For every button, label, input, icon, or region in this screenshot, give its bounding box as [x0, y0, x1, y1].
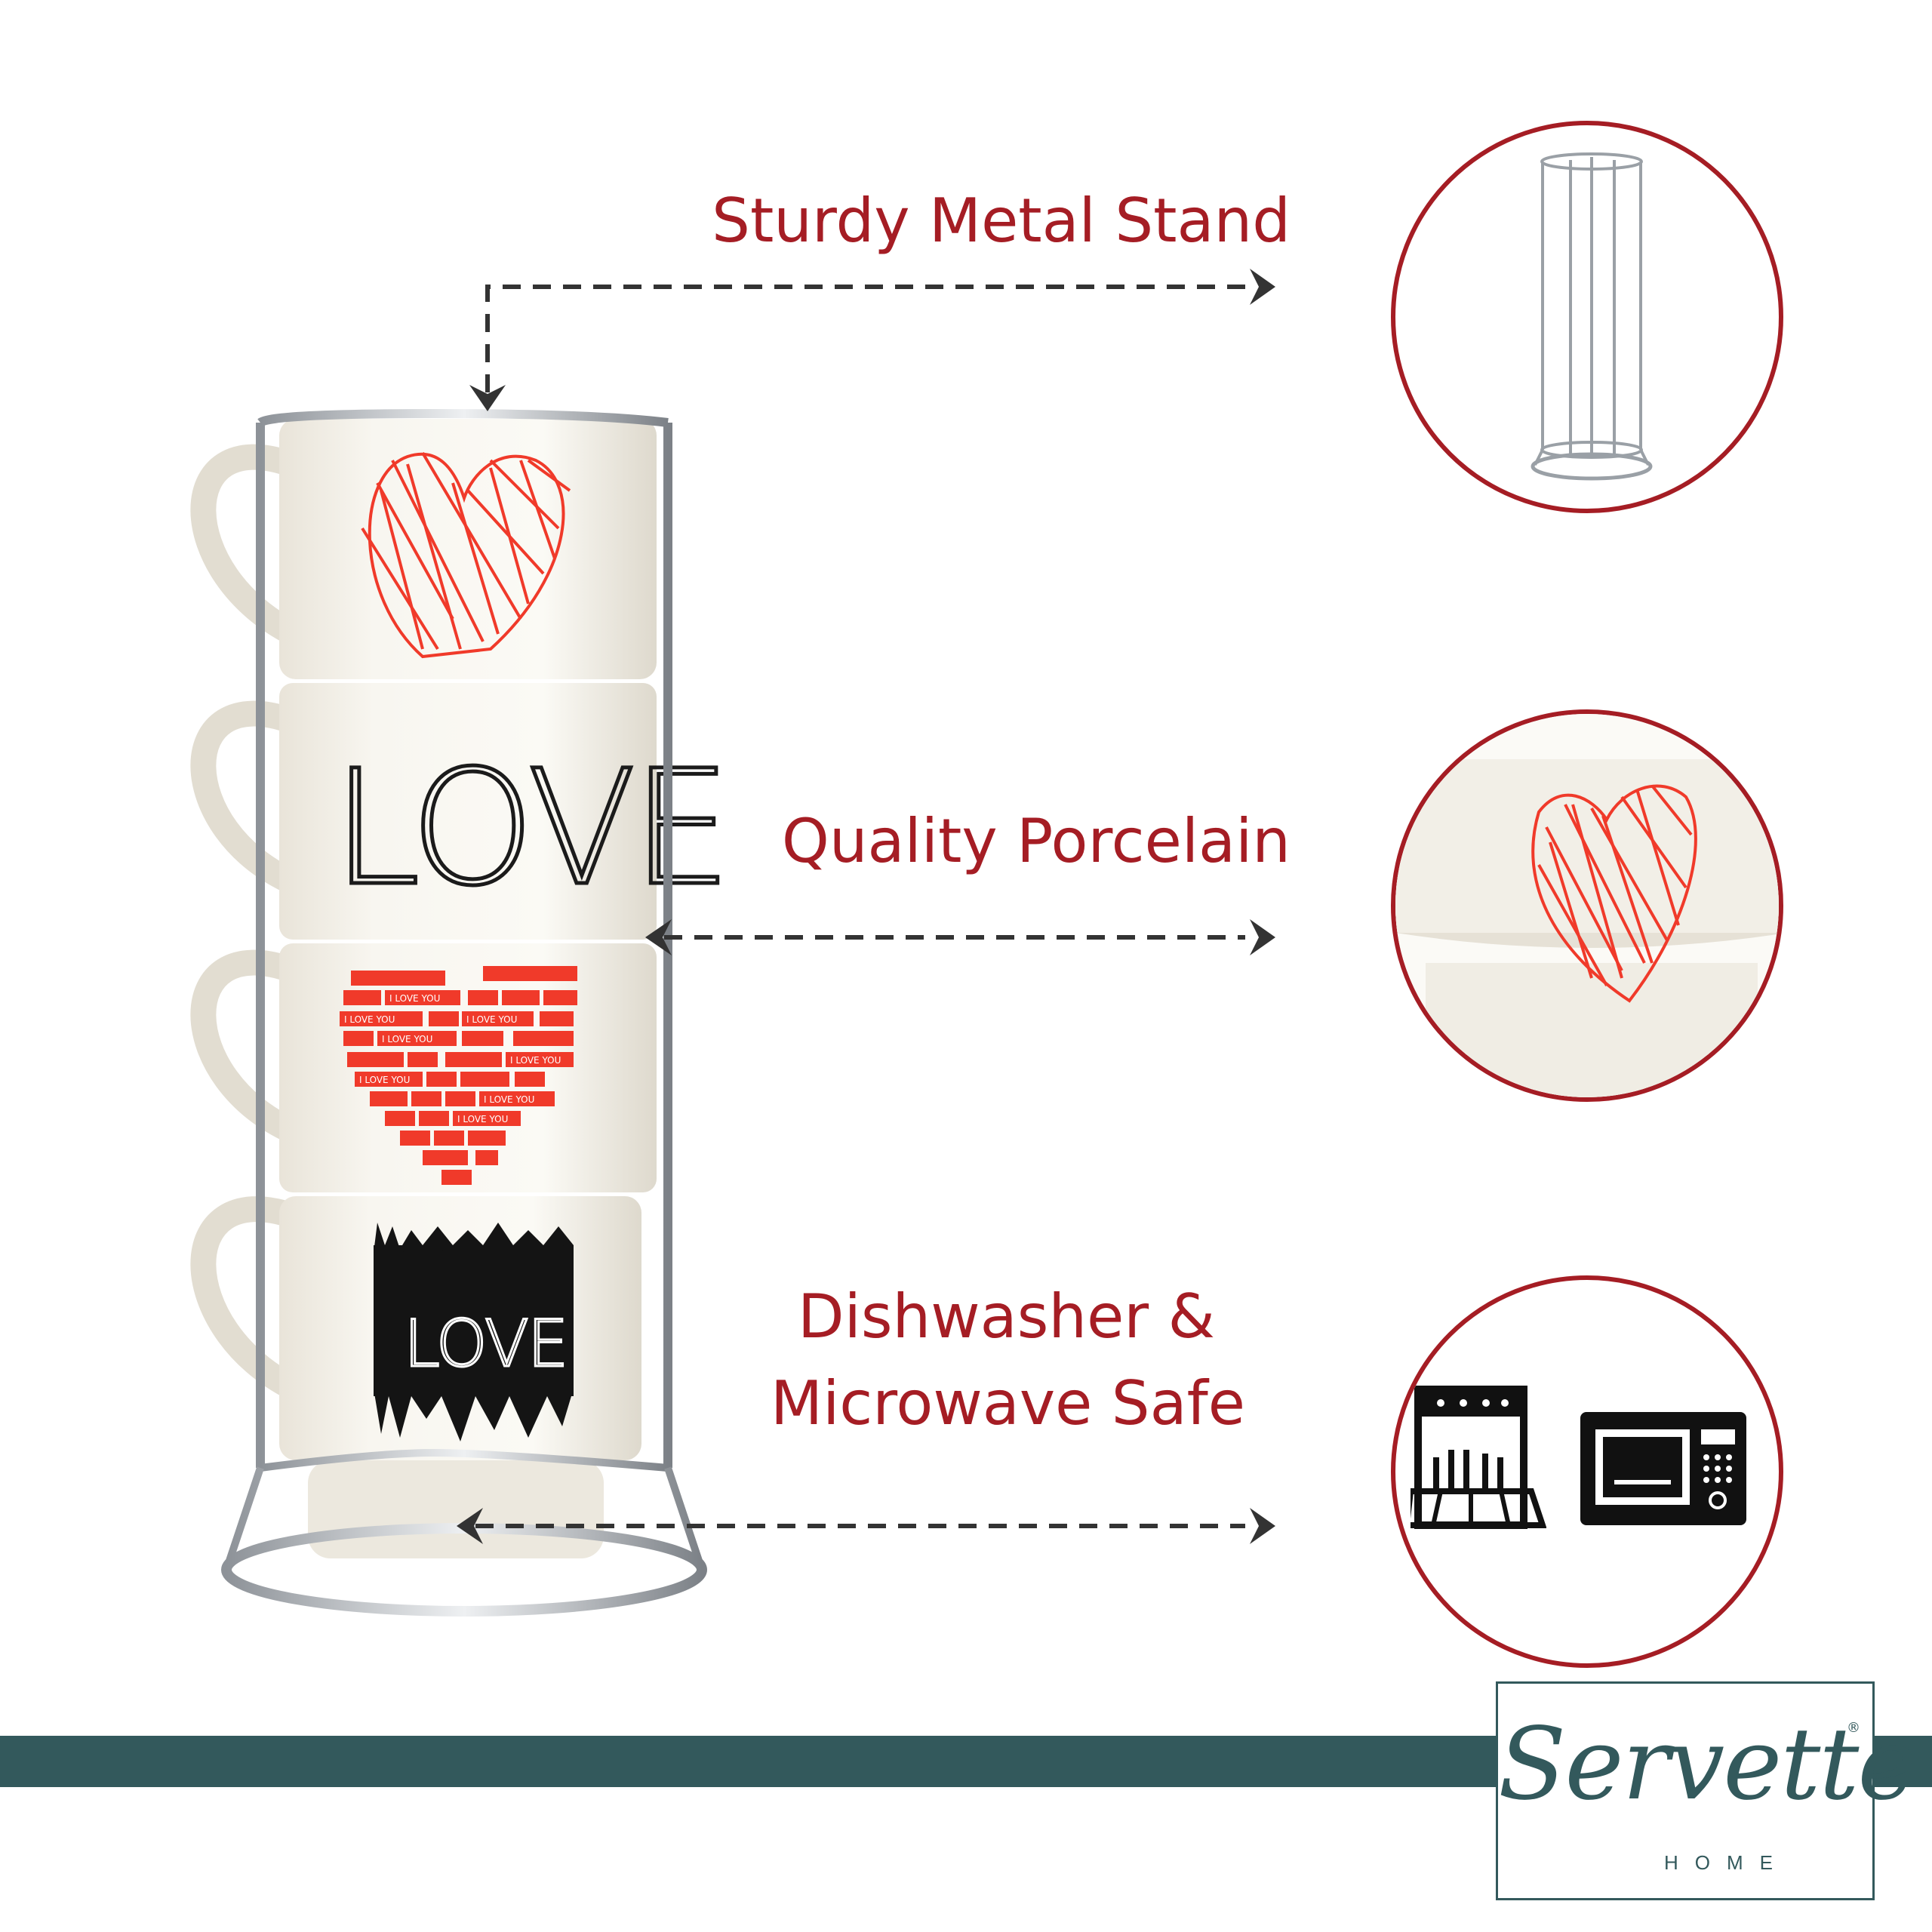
heart-brick: [453, 1111, 521, 1126]
porcelain-closeup: [1395, 714, 1779, 1097]
heart-brick: [483, 966, 536, 981]
heart-brick: [445, 1091, 475, 1106]
feature-label-safe-line1: Dishwasher &: [798, 1281, 1215, 1352]
heart-brick: [460, 1072, 509, 1087]
arrowhead-icon: [1250, 269, 1275, 305]
heart-brick: [502, 990, 540, 1005]
heart-brick: [340, 1011, 423, 1026]
heart-brick: [468, 990, 498, 1005]
heart-brick: [515, 1072, 545, 1087]
product-image: LOVE I LOVE YOU I LOVE YOU I LOVE YOU I LOV…: [190, 408, 734, 1617]
heart-brick-text: I LOVE YOU: [344, 1014, 395, 1025]
heart-brick: [347, 1052, 404, 1067]
dishwasher-icon: [1411, 1386, 1546, 1529]
feature-label-porcelain: Quality Porcelain: [781, 806, 1291, 876]
heart-brick-text: I LOVE YOU: [466, 1014, 517, 1025]
heart-brick: [355, 1072, 423, 1087]
brand-logo-script: Servette: [1498, 1706, 1917, 1823]
heart-brick: [540, 1011, 574, 1026]
connector-arrows: [457, 269, 1275, 1544]
heart-brick: [462, 1011, 534, 1026]
heart-brick: [513, 1031, 574, 1046]
heart-brick: [536, 966, 577, 981]
heart-brick: [445, 1052, 502, 1067]
heart-brick: [543, 990, 577, 1005]
metal-stand: [221, 408, 707, 1617]
arrowhead-icon: [645, 919, 672, 955]
heart-brick-text: I LOVE YOU: [389, 993, 440, 1004]
brand-logo: Servette ® HOME: [1496, 1681, 1917, 1900]
heart-brick: [343, 990, 381, 1005]
arrowhead-icon: [457, 1508, 483, 1544]
arrowhead-icon: [1250, 1508, 1275, 1544]
feature-label-stand: Sturdy Metal Stand: [712, 186, 1291, 256]
registered-mark: ®: [1847, 1720, 1860, 1736]
heart-brick: [385, 1111, 415, 1126]
porcelain-detail-circle: [1391, 709, 1783, 1102]
heart-brick: [462, 1031, 503, 1046]
heart-brick: [351, 971, 396, 986]
heart-brick: [434, 1131, 464, 1146]
mug-handles: [190, 444, 300, 1401]
heart-brick-text: I LOVE YOU: [484, 1094, 534, 1105]
heart-brick: [370, 1091, 408, 1106]
mug-4: LOVE: [279, 1196, 641, 1558]
arrowhead-icon: [469, 385, 506, 411]
stand-icon: [1531, 152, 1653, 481]
heart-brick-text: I LOVE YOU: [510, 1055, 561, 1066]
heart-brick: [475, 1150, 498, 1165]
heart-brick: [441, 1170, 472, 1185]
safe-detail-circle: [1391, 1275, 1783, 1668]
heart-brick: [479, 1091, 555, 1106]
heart-brick-text: I LOVE YOU: [457, 1114, 508, 1124]
heart-brick: [400, 1131, 430, 1146]
feature-label-safe-line2: Microwave Safe: [771, 1368, 1245, 1438]
microwave-icon: [1580, 1412, 1746, 1525]
heart-brick: [468, 1131, 506, 1146]
brand-logo-sub: HOME: [1664, 1851, 1789, 1874]
arrowhead-icon: [1250, 919, 1275, 955]
stand-detail-circle: [1391, 121, 1783, 513]
scribble-heart-2: [1531, 784, 1697, 1003]
heart-brick: [506, 1052, 574, 1067]
heart-brick-text: I LOVE YOU: [359, 1075, 410, 1085]
heart-brick: [385, 990, 460, 1005]
stand-connector: [485, 285, 1245, 392]
brush-stroke-block: [374, 1223, 574, 1441]
heart-brick-text: I LOVE YOU: [382, 1034, 432, 1044]
heart-brick: [343, 1031, 374, 1046]
